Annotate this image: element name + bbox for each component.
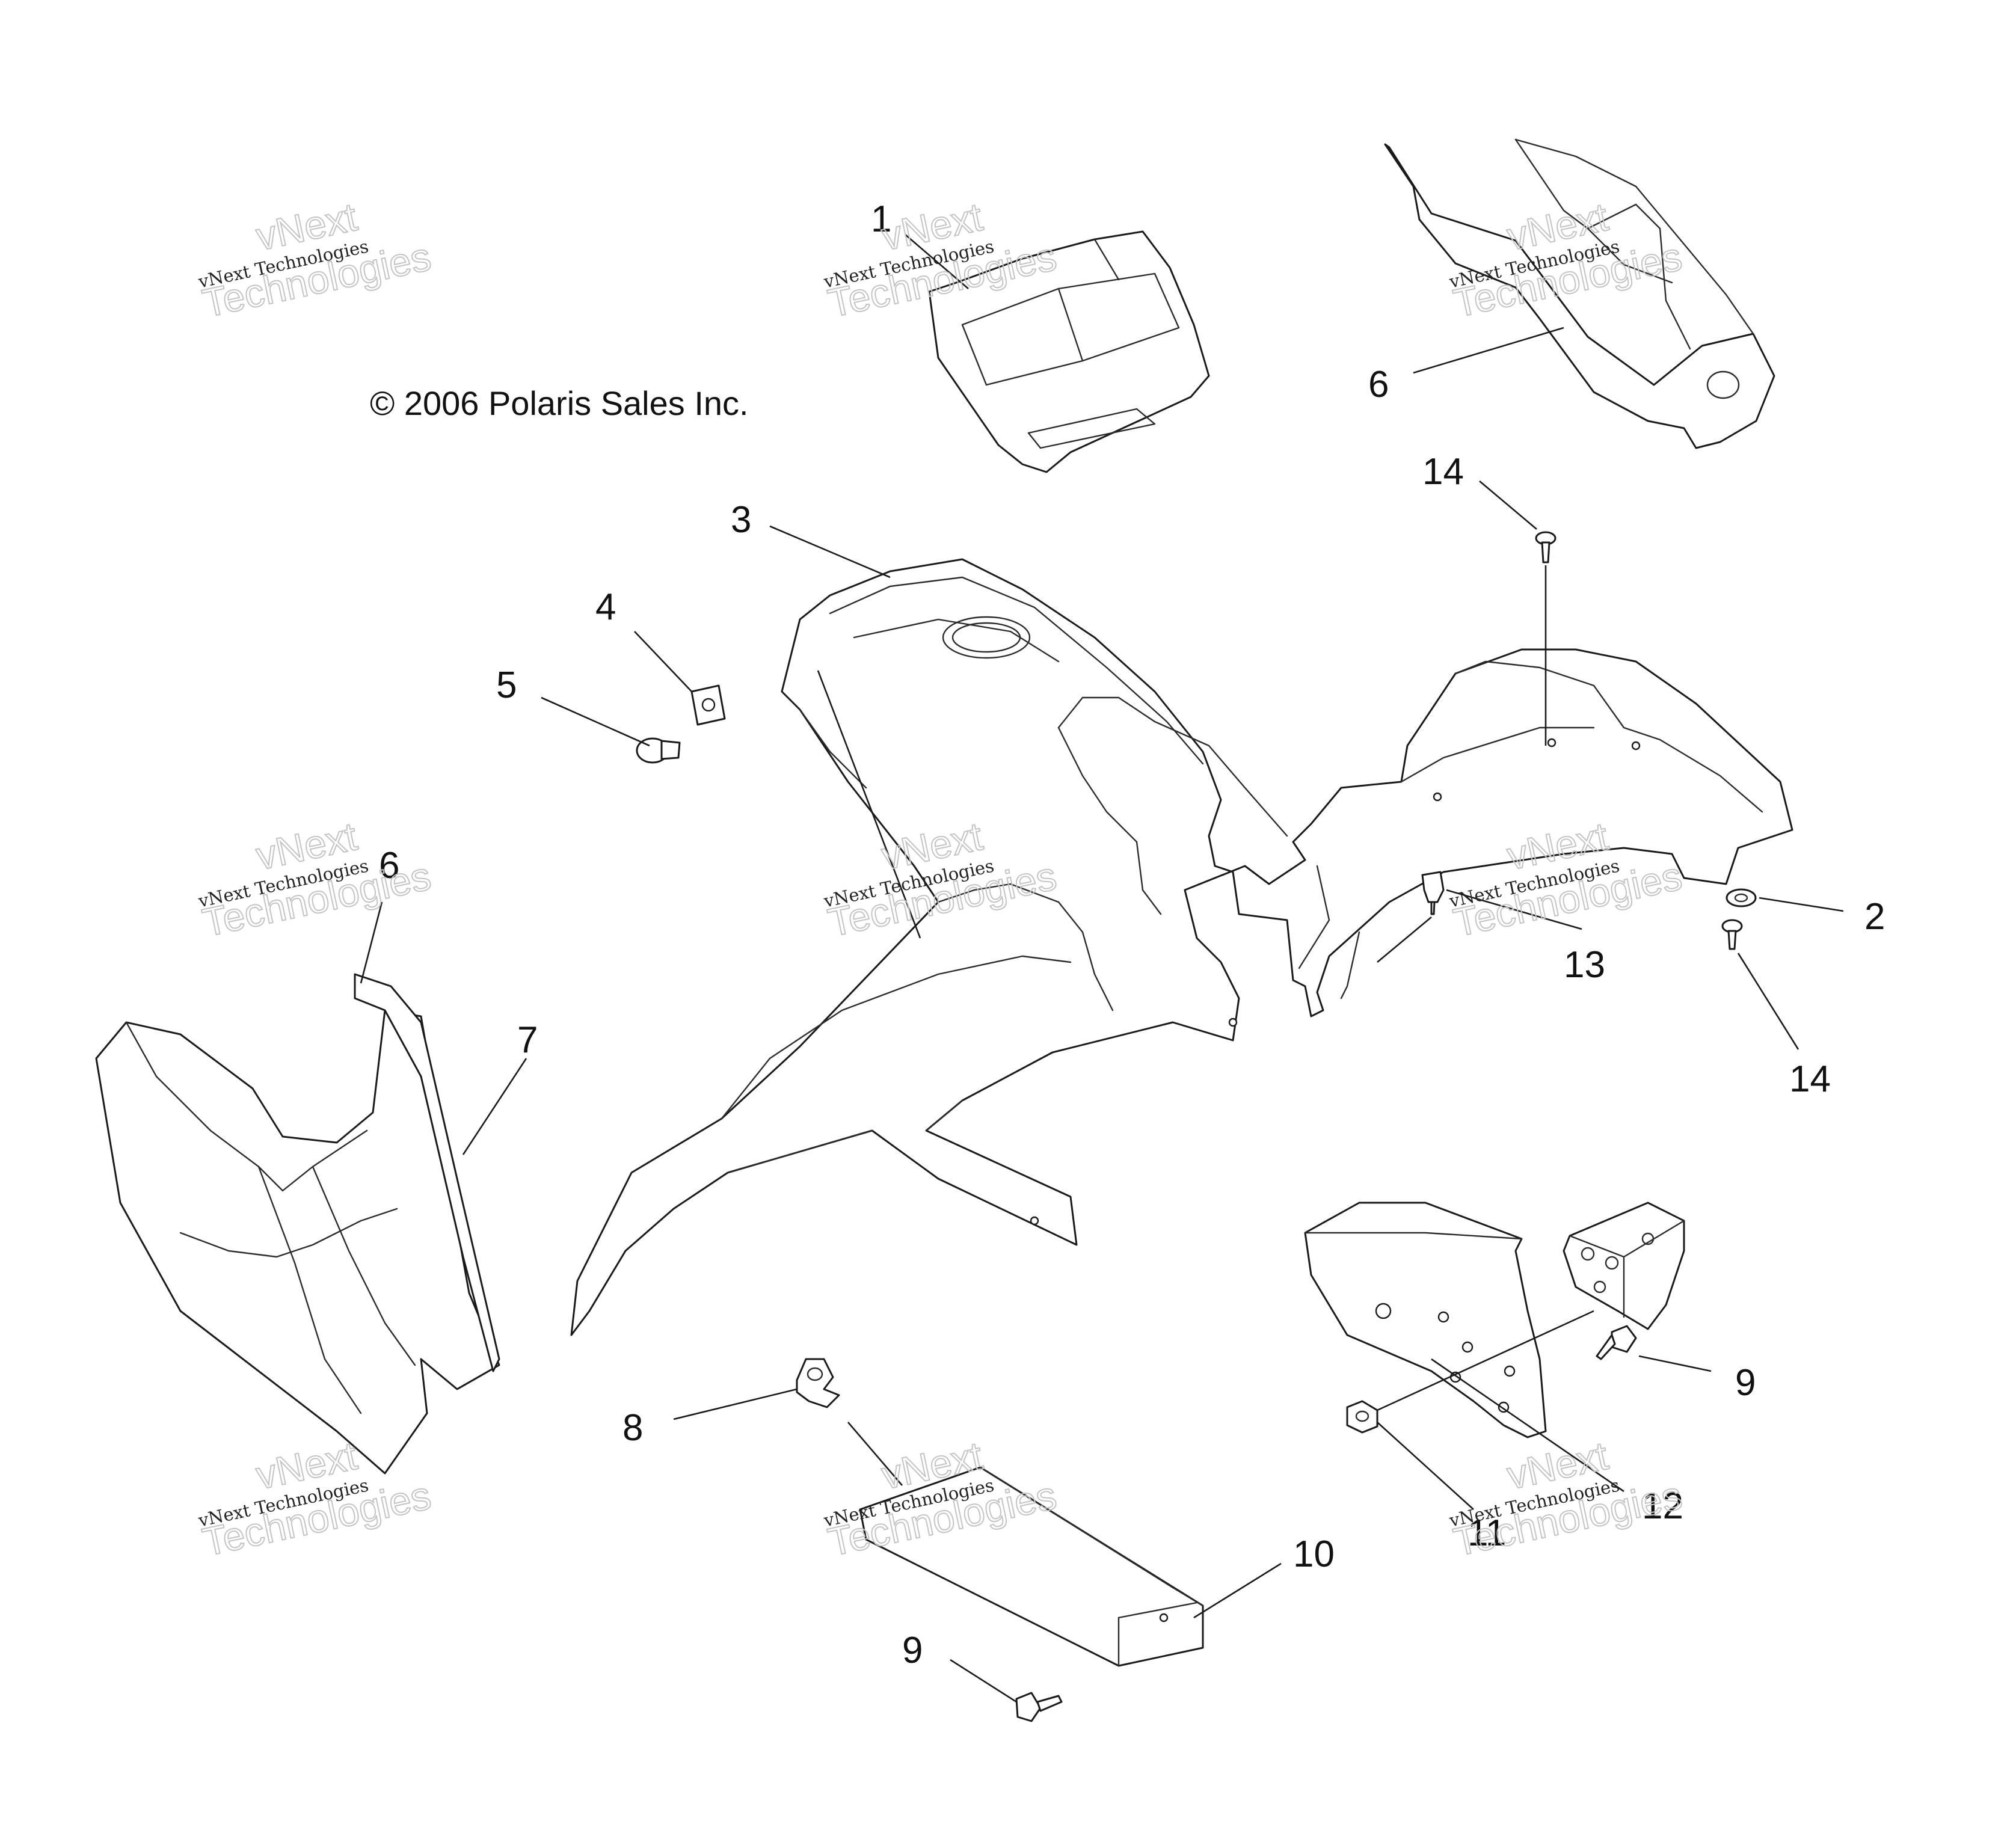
leader-14-lower bbox=[1737, 953, 1799, 1050]
part-12-bracket bbox=[1304, 1202, 1547, 1438]
leader-13 bbox=[1446, 889, 1582, 930]
leader-13-down bbox=[1377, 916, 1432, 963]
callout-7: 7 bbox=[517, 1019, 538, 1061]
leader-8 bbox=[673, 1388, 797, 1420]
part-11-nut bbox=[1346, 1400, 1378, 1434]
callout-5: 5 bbox=[496, 665, 517, 706]
callout-2: 2 bbox=[1864, 896, 1885, 938]
callout-14-lower: 14 bbox=[1789, 1058, 1831, 1100]
callout-4: 4 bbox=[595, 586, 616, 628]
part-9-screw-bottom bbox=[1015, 1692, 1063, 1722]
callout-3: 3 bbox=[731, 499, 751, 541]
part-10-mounting-plate bbox=[859, 1466, 1204, 1667]
watermark-mid-left: vNext vNext Technologies Technologies bbox=[196, 813, 435, 945]
leader-11 bbox=[1377, 1422, 1474, 1510]
leader-9-bottom bbox=[950, 1659, 1017, 1703]
watermark-bottom-right: vNext vNext Technologies Technologies bbox=[1447, 1432, 1686, 1565]
watermark-top-left: vNext vNext Technologies Technologies bbox=[196, 194, 435, 326]
leader-3-lower bbox=[817, 670, 921, 939]
part-9-screw-right bbox=[1596, 1325, 1637, 1360]
part-7-gasket-strip bbox=[354, 973, 500, 1372]
callout-10: 10 bbox=[1293, 1533, 1335, 1575]
callout-12: 12 bbox=[1642, 1485, 1683, 1527]
leader-1 bbox=[905, 234, 969, 289]
leader-7 bbox=[462, 1058, 527, 1155]
part-3-front-fender-rack bbox=[570, 558, 1793, 1336]
leader-11-up bbox=[1377, 1310, 1594, 1411]
leader-6-upper bbox=[1413, 327, 1564, 374]
leader-6-left bbox=[360, 901, 383, 984]
leader-2 bbox=[1759, 897, 1844, 912]
callout-1: 1 bbox=[871, 198, 891, 240]
leader-4 bbox=[634, 631, 692, 692]
leader-9-right bbox=[1638, 1355, 1712, 1372]
part-4-clip-nut bbox=[690, 684, 726, 726]
part-2-washer bbox=[1726, 888, 1757, 907]
callout-9-right: 9 bbox=[1735, 1362, 1756, 1404]
callout-9-bottom: 9 bbox=[902, 1630, 923, 1671]
part-1-pod-cover bbox=[928, 230, 1210, 473]
leader-14-upper bbox=[1479, 480, 1537, 530]
leader-lines bbox=[360, 234, 1844, 1703]
part-6-upper-side-panel bbox=[1384, 138, 1775, 449]
part-6-left-side-panel bbox=[95, 1009, 500, 1475]
part-12-component-block bbox=[1563, 1202, 1685, 1330]
leader-8-down bbox=[847, 1422, 903, 1486]
copyright-notice: © 2006 Polaris Sales Inc. bbox=[370, 384, 749, 422]
callout-numbers: 1 6 14 3 4 5 2 13 14 6 7 9 8 12 11 10 9 bbox=[379, 198, 1885, 1671]
leader-3 bbox=[769, 525, 891, 579]
callout-14-upper: 14 bbox=[1422, 451, 1464, 493]
callout-8: 8 bbox=[622, 1407, 643, 1449]
leader-5 bbox=[541, 696, 650, 747]
part-13-push-rivet bbox=[1421, 871, 1445, 915]
callout-6-left: 6 bbox=[379, 845, 399, 886]
leader-10 bbox=[1193, 1562, 1282, 1619]
callout-11: 11 bbox=[1467, 1512, 1506, 1554]
part-8-retainer-clip bbox=[796, 1358, 840, 1408]
part-14-screw-lower bbox=[1721, 919, 1743, 950]
part-5-push-rivet bbox=[636, 737, 681, 764]
part-14-screw-upper bbox=[1535, 531, 1557, 563]
callout-6-upper: 6 bbox=[1368, 364, 1389, 405]
leader-12 bbox=[1431, 1358, 1624, 1493]
callout-13: 13 bbox=[1564, 944, 1605, 986]
